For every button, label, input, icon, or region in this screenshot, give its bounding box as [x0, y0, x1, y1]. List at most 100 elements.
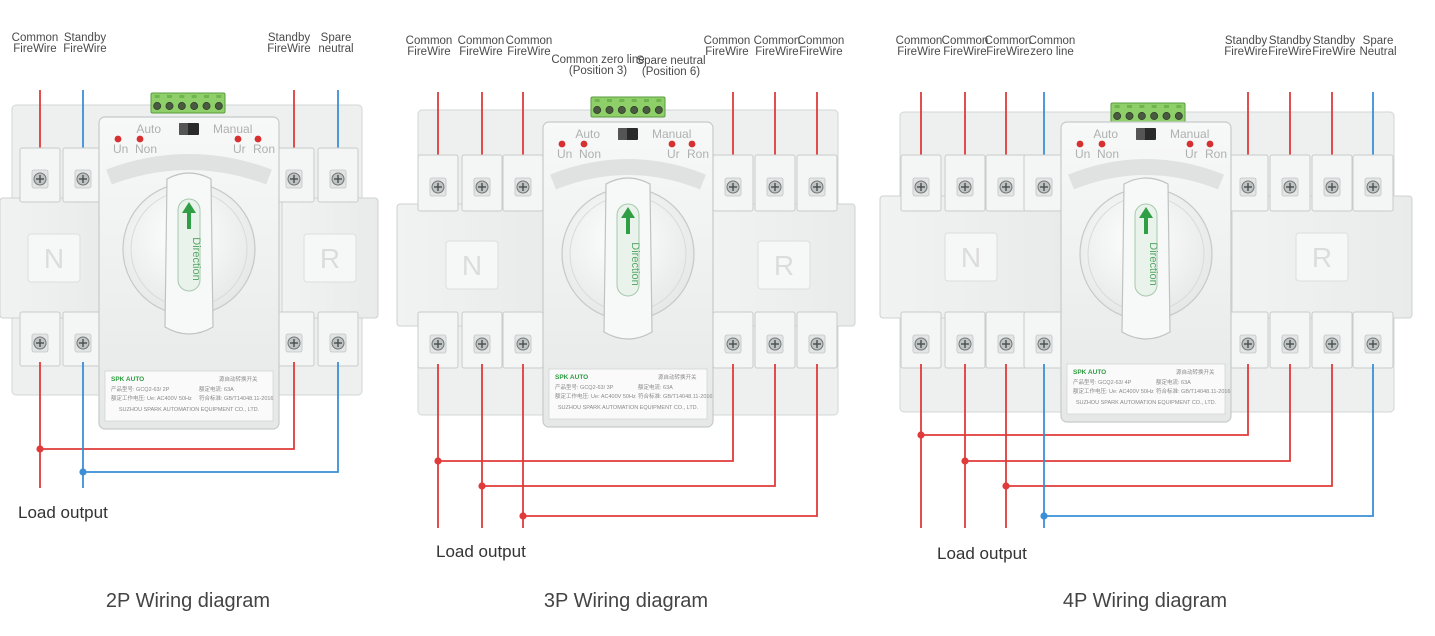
control-terminal-strip-screw-icon [214, 102, 223, 110]
control-terminal-strip-screw-icon [654, 106, 663, 114]
control-terminal-strip-pin [191, 95, 197, 98]
current-line: 额定电流: 63A [1156, 378, 1191, 386]
terminal-label-line: (Position 3) [569, 65, 627, 77]
terminal-label-line: FireWire [13, 43, 56, 55]
nameplate-title: 源自动转换开关 [219, 375, 258, 383]
maker-line: SUZHOU SPARK AUTOMATION EQUIPMENT CO., L… [119, 407, 260, 413]
wire-junction-dot [79, 468, 87, 476]
terminal-label-line: FireWire [507, 46, 550, 58]
terminal-label-line: Common [704, 35, 751, 47]
terminal-label-line: Spare neutral [636, 55, 705, 67]
manual-label: Manual [652, 127, 691, 141]
wire-junction-dot [961, 457, 969, 465]
dial-arc [1068, 159, 1224, 190]
terminal-label-line: FireWire [943, 46, 986, 58]
handle-grip [616, 203, 640, 297]
control-terminal-strip [590, 96, 666, 118]
bridge-wire [523, 364, 818, 517]
side-module-r-badge [1295, 232, 1349, 282]
terminal-label-line: Standby [1313, 35, 1355, 47]
maker-line: SUZHOU SPARK AUTOMATION EQUIPMENT CO., L… [558, 405, 699, 411]
control-terminal-strip-screw-icon [642, 106, 651, 114]
led-indicator-icon [136, 135, 144, 143]
nameplate [548, 368, 708, 420]
control-terminal-strip [150, 92, 226, 114]
handle-grip [177, 198, 201, 292]
model-line: 产品型号: GCQ2-63/ 3P [555, 383, 614, 391]
led-label: Ron [1205, 147, 1227, 161]
voltage-line: 额定工作电压: Ue: AC400V 50Hz [555, 392, 636, 400]
load-output-label: Load output [436, 542, 526, 561]
led-indicator-icon [114, 135, 122, 143]
led-label: Ur [1185, 147, 1198, 161]
side-module-n-badge [27, 233, 81, 283]
wire-junction-dot [519, 512, 527, 520]
terminal-label-line: Standby [268, 32, 310, 44]
standard-line: 符合标准: GB/T14048.11-2016 [1156, 387, 1231, 395]
control-terminal-strip-pin [167, 95, 172, 98]
bridge-wire [965, 364, 1291, 462]
wire-junction-dot [434, 457, 442, 465]
terminal-label-line: Common [506, 35, 553, 47]
side-module-r-letter: R [774, 250, 794, 281]
terminal-label-line: Standby [64, 32, 106, 44]
wire-junction-dot [1040, 512, 1048, 520]
terminal-label-line: Common [798, 35, 845, 47]
control-terminal-strip-screw-icon [1113, 112, 1122, 120]
control-terminal-strip [1110, 102, 1186, 124]
control-terminal-strip-pin [1114, 105, 1120, 108]
control-terminal-strip-pin [656, 99, 662, 102]
led-indicator-icon [688, 140, 696, 148]
control-terminal-strip-screw-icon [202, 102, 211, 110]
wire-junction-dot [1002, 482, 1010, 490]
led-label: Un [1075, 147, 1090, 161]
side-module-n-badge [445, 240, 499, 290]
control-terminal-strip-screw-icon [1162, 112, 1171, 120]
terminal-label-line: FireWire [986, 46, 1029, 58]
control-terminal-strip-screw-icon [630, 106, 639, 114]
mode-slider-thumb [179, 123, 188, 135]
terminal-label-line: Standby [1269, 35, 1311, 47]
terminal-label-line: Common [406, 35, 453, 47]
maker-line: SUZHOU SPARK AUTOMATION EQUIPMENT CO., L… [1076, 400, 1217, 406]
direction-arrow-icon [182, 202, 196, 229]
auto-label: Auto [575, 127, 600, 141]
side-module-r-letter: R [1312, 242, 1332, 273]
terminal-label-line: Common [985, 35, 1032, 47]
terminal-label-line: Common [942, 35, 989, 47]
control-terminal-strip-pin [204, 95, 209, 98]
bridge-wire [40, 362, 295, 450]
terminal-label-line: zero line [1030, 46, 1073, 58]
control-terminal-strip-pin [179, 95, 185, 98]
control-terminal-strip-pin [631, 99, 637, 102]
terminal-label: Spare neutral(Position 6) [636, 55, 705, 78]
terminal-label-line: Common [754, 35, 801, 47]
brand-label: SPK AUTO [111, 376, 144, 383]
terminal-label-line: FireWire [799, 46, 842, 58]
knob-direction-label: Direction [629, 242, 641, 285]
manual-label: Manual [213, 122, 252, 136]
control-terminal-strip-pin [1127, 105, 1132, 108]
wire-junction-dot [917, 431, 925, 439]
direction-arrow-icon [621, 207, 635, 234]
terminal-label-line: (Position 6) [642, 66, 700, 78]
terminal-label-line: Common zero line [551, 54, 644, 66]
terminal-label-line: FireWire [459, 46, 502, 58]
diagram-caption: 3P Wiring diagram [544, 590, 708, 612]
control-terminal-strip-screw-icon [1125, 112, 1134, 120]
terminal-label-line: FireWire [1312, 46, 1355, 58]
bridge-wire [1006, 364, 1333, 487]
model-line: 产品型号: GCQ2-63/ 4P [1073, 378, 1132, 386]
control-terminal-strip-pin [216, 95, 222, 98]
control-terminal-strip-screw-icon [1150, 112, 1159, 120]
led-indicator-icon [1206, 140, 1214, 148]
